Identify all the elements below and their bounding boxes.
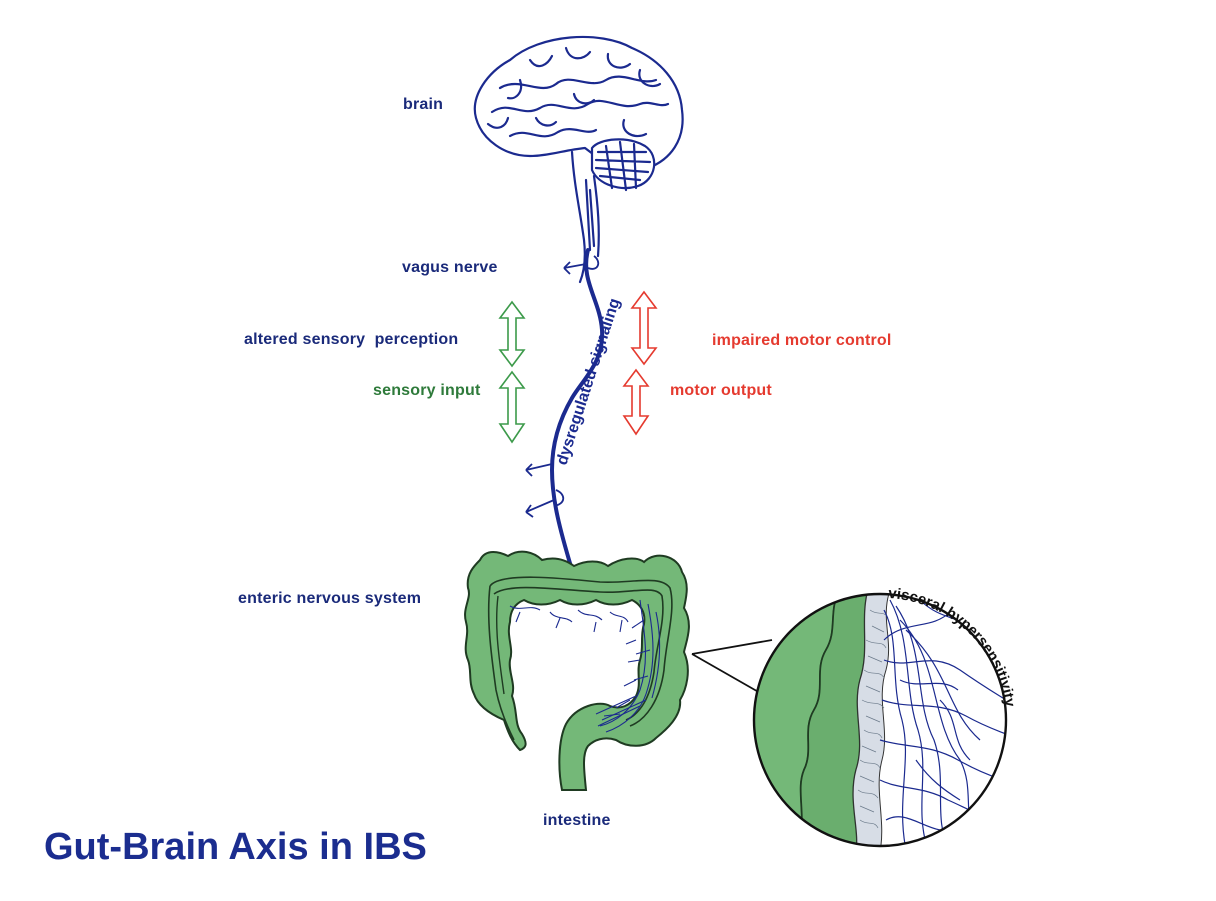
vagus-nerve [525, 248, 605, 572]
dysregulated-label: dysregulated signaling [554, 296, 624, 467]
altered-sensory-label: altered sensory perception [244, 331, 459, 348]
brain-label: brain [403, 96, 444, 113]
magnified-view [752, 592, 1008, 848]
impaired-motor-label: impaired motor control [712, 332, 892, 349]
colon-illustration [464, 550, 690, 791]
intestine-label: intestine [543, 812, 611, 829]
brain-illustration [473, 35, 684, 284]
sensory-arrows [498, 300, 526, 444]
motor-output-label: motor output [670, 382, 772, 399]
vagus-nerve-label: vagus nerve [402, 259, 498, 276]
motor-arrows [622, 290, 658, 436]
enteric-label: enteric nervous system [238, 590, 422, 607]
page-title: Gut-Brain Axis in IBS [44, 826, 427, 868]
sensory-input-label: sensory input [373, 382, 481, 399]
callout-lines [691, 639, 773, 695]
